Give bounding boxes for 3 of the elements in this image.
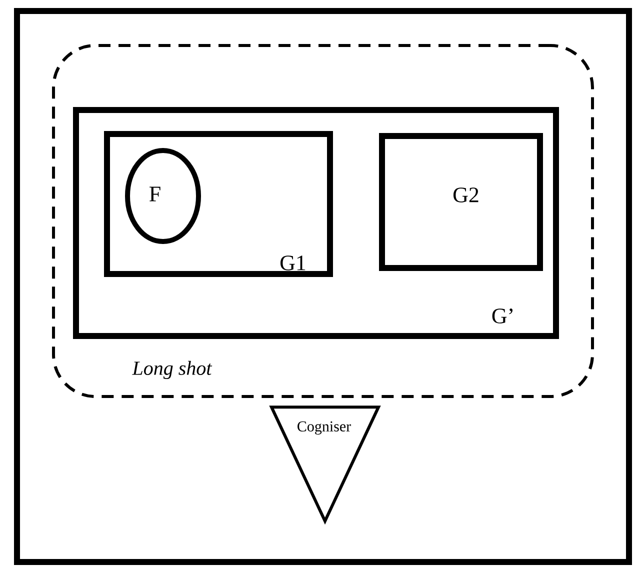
frame-box bbox=[14, 8, 632, 565]
ellipse-node: F bbox=[125, 148, 201, 244]
group-box: G2 bbox=[379, 132, 543, 271]
